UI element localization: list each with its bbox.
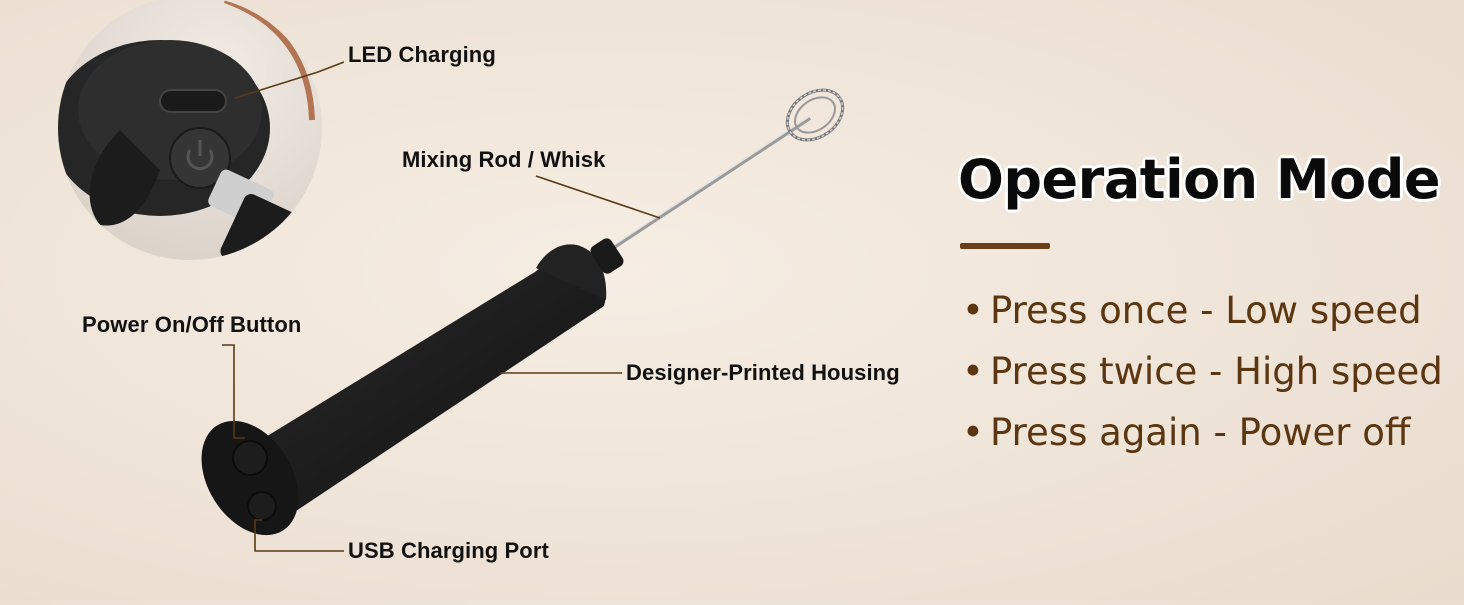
led-charging-label: LED Charging bbox=[348, 42, 496, 67]
power-button-label: Power On/Off Button bbox=[82, 312, 302, 337]
usb-port-label: USB Charging Port bbox=[348, 538, 549, 563]
bullet-icon: • bbox=[962, 289, 984, 332]
bullet-icon: • bbox=[962, 411, 984, 454]
title-underline bbox=[960, 243, 1050, 249]
mixing-rod-label: Mixing Rod / Whisk bbox=[402, 147, 606, 172]
list-item: •Press once - Low speed bbox=[962, 280, 1443, 341]
operation-mode-list: •Press once - Low speed •Press twice - H… bbox=[962, 280, 1443, 463]
list-item: •Press again - Power off bbox=[962, 402, 1443, 463]
mode-text: Press twice - High speed bbox=[990, 350, 1443, 393]
mode-text: Press again - Power off bbox=[990, 411, 1411, 454]
operation-mode-title: Operation Mode bbox=[958, 148, 1441, 211]
frother-body bbox=[201, 238, 624, 536]
bullet-icon: • bbox=[962, 350, 984, 393]
list-item: •Press twice - High speed bbox=[962, 341, 1443, 402]
zoom-inset bbox=[58, 0, 322, 260]
housing-label: Designer-Printed Housing bbox=[626, 360, 900, 385]
callout-lines bbox=[222, 61, 661, 552]
mode-text: Press once - Low speed bbox=[990, 289, 1422, 332]
whisk-spring bbox=[785, 88, 845, 142]
